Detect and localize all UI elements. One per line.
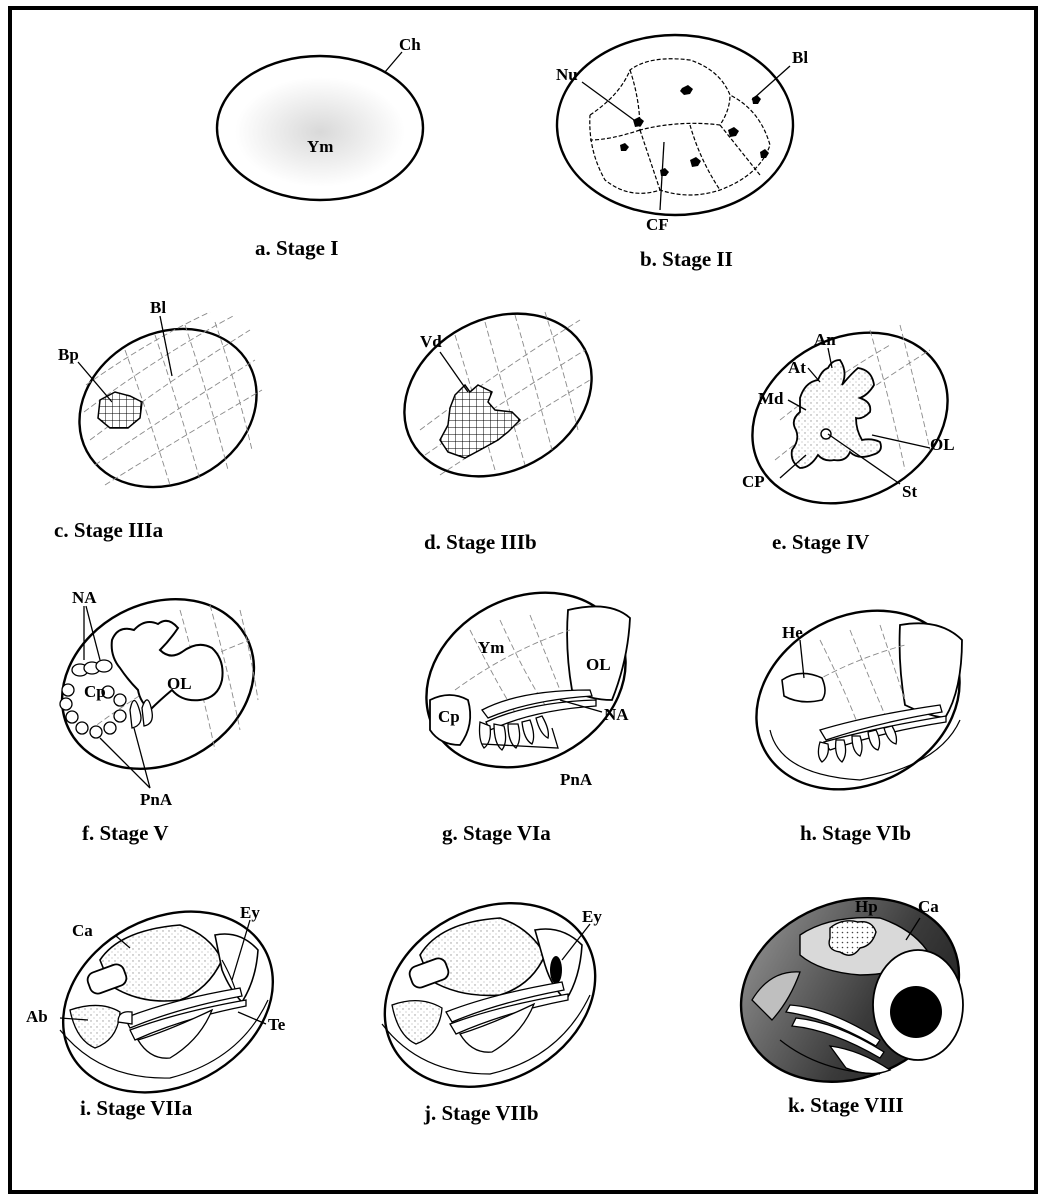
- leader-ch: [385, 52, 402, 72]
- label-bp: Bp: [58, 345, 79, 364]
- panel-d: Vd d. Stage IIIb: [376, 282, 620, 554]
- label-md: Md: [758, 389, 784, 408]
- caption-g: g. Stage VIa: [442, 821, 551, 845]
- caption-k: k. Stage VIII: [788, 1093, 904, 1117]
- label-at: At: [788, 358, 806, 377]
- label-vd: Vd: [420, 332, 442, 351]
- label-bl-c: Bl: [150, 298, 166, 317]
- label-na-g: NA: [604, 705, 629, 724]
- label-ca-k: Ca: [918, 897, 939, 916]
- label-ab: Ab: [26, 1007, 48, 1026]
- panel-c: Bl Bp c. Stage IIIa: [52, 298, 285, 542]
- label-ym-g: Ym: [478, 638, 504, 657]
- panel-j: Ey j. Stage VIIb: [353, 867, 628, 1125]
- label-pna-g: PnA: [560, 770, 593, 789]
- label-hp: Hp: [855, 897, 878, 916]
- caption-b: b. Stage II: [640, 247, 733, 271]
- label-cp-e: CP: [742, 472, 765, 491]
- panel-b: Nu Bl CF b. Stage II: [556, 35, 808, 271]
- label-pna-f: PnA: [140, 790, 173, 809]
- caption-d: d. Stage IIIb: [424, 530, 537, 554]
- label-ol-g: OL: [586, 655, 611, 674]
- label-ol-f: OL: [167, 674, 192, 693]
- caption-e: e. Stage IV: [772, 530, 869, 554]
- label-cp-g: Cp: [438, 707, 460, 726]
- caption-i: i. Stage VIIa: [80, 1096, 193, 1120]
- panel-g: Ym OL Cp NA PnA g. Stage VIa: [396, 559, 657, 845]
- label-nu: Nu: [556, 65, 578, 84]
- yolk-mass-shape: [235, 77, 405, 187]
- caption-f: f. Stage V: [82, 821, 169, 845]
- egg-shape-i: [31, 876, 304, 1128]
- eye-spot-j: [550, 956, 562, 984]
- label-ym: Ym: [307, 137, 333, 156]
- stomodeum-shape: [821, 429, 831, 439]
- label-cf: CF: [646, 215, 669, 234]
- eye-k: [890, 986, 942, 1038]
- label-ol-e: OL: [930, 435, 955, 454]
- label-ey-i: Ey: [240, 903, 260, 922]
- panel-f: NA OL Cp PnA f. Stage V: [32, 566, 284, 845]
- egg-shape-c: [52, 299, 285, 518]
- caption-j: j. Stage VIIb: [423, 1101, 539, 1125]
- label-na-f: NA: [72, 588, 97, 607]
- egg-shape-d: [376, 282, 620, 508]
- egg-shape-b: [557, 35, 793, 215]
- label-he: He: [782, 623, 803, 642]
- label-an: An: [814, 330, 836, 349]
- caption-a: a. Stage I: [255, 236, 338, 260]
- panel-a: Ch Ym a. Stage I: [217, 35, 423, 260]
- label-st: St: [902, 482, 917, 501]
- label-ch: Ch: [399, 35, 421, 54]
- label-ca-i: Ca: [72, 921, 93, 940]
- caption-h: h. Stage VIb: [800, 821, 911, 845]
- panel-i: Ca Ey Ab Te i. Stage VIIa: [26, 876, 305, 1128]
- caption-c: c. Stage IIIa: [54, 518, 164, 542]
- label-bl-b: Bl: [792, 48, 808, 67]
- label-te: Te: [268, 1015, 286, 1034]
- panel-h: He h. Stage VIb: [725, 576, 991, 845]
- panel-k: Hp Ca k. Stage VIII: [713, 866, 987, 1117]
- label-cp-f: Cp: [84, 682, 106, 701]
- panel-e: An At Md OL CP St e. Stage IV: [722, 299, 977, 554]
- label-ey-j: Ey: [582, 907, 602, 926]
